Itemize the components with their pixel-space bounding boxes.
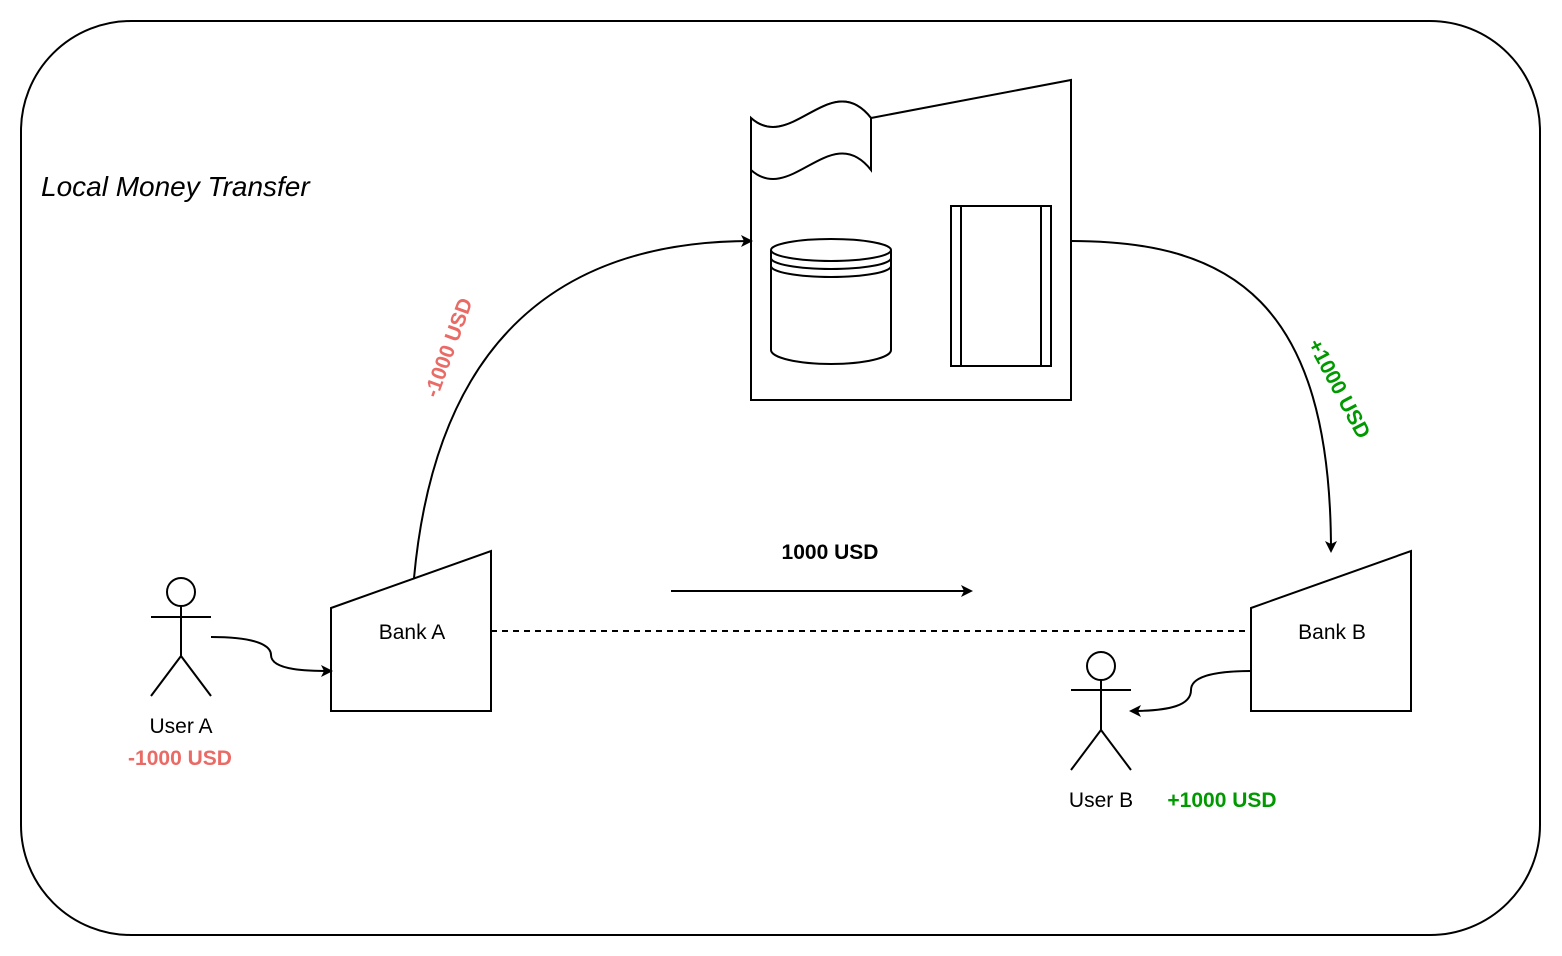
user-b-node: User B +1000 USD xyxy=(1069,651,1277,812)
central-system xyxy=(750,78,1072,401)
bank-a-node: Bank A xyxy=(330,549,492,712)
user-b-amount: +1000 USD xyxy=(1167,789,1276,812)
edge-central-to-bank-b xyxy=(1070,240,1337,553)
database-icon xyxy=(770,238,892,365)
ledger-icon xyxy=(950,205,1052,367)
bank-a-label: Bank A xyxy=(379,621,446,644)
user-a-label: User A xyxy=(149,715,212,738)
edge-label-credit: +1000 USD xyxy=(1303,335,1375,442)
user-a-amount: -1000 USD xyxy=(128,747,232,770)
container-frame xyxy=(20,20,1541,936)
edge-bank-a-to-central xyxy=(413,235,753,579)
bank-b-label: Bank B xyxy=(1298,621,1366,644)
user-b-person-icon xyxy=(1070,651,1132,771)
bank-b-node: Bank B xyxy=(1250,549,1412,712)
user-a-node: User A -1000 USD xyxy=(128,577,232,770)
edge-bank-b-to-user-b xyxy=(1129,670,1252,717)
edge-label-transfer: 1000 USD xyxy=(782,541,879,564)
user-b-label: User B xyxy=(1069,789,1133,812)
flag-icon xyxy=(750,100,872,180)
diagram-title: Local Money Transfer xyxy=(41,171,311,202)
edge-user-a-to-bank-a xyxy=(210,636,333,677)
bank-b-shape xyxy=(1250,549,1412,712)
user-a-person-icon xyxy=(150,577,212,697)
